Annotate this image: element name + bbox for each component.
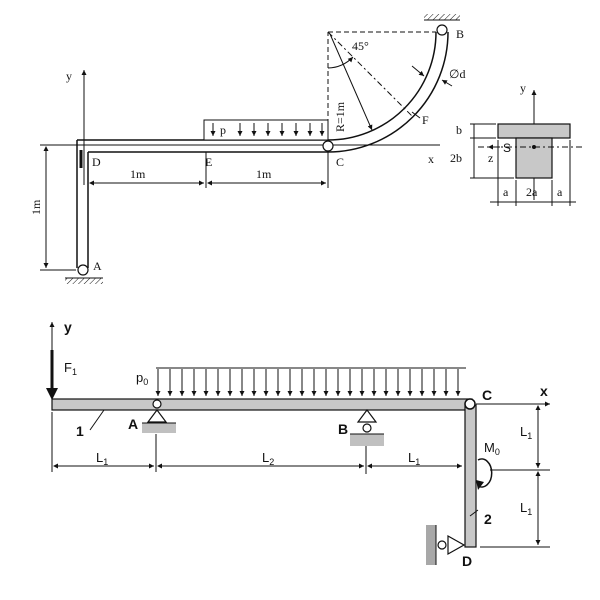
member-2-leader <box>469 509 479 517</box>
dim-b-label: b <box>456 123 462 137</box>
dim-de-label: 1m <box>130 167 146 181</box>
bottom-y-label: y <box>64 319 72 335</box>
point-c-bottom-label: C <box>482 387 492 403</box>
bottom-x-label: x <box>540 383 548 399</box>
radius-line <box>329 33 373 131</box>
hinge-c <box>322 140 334 152</box>
point-b-bottom-label: B <box>338 421 348 437</box>
support-a-pin <box>77 264 89 276</box>
centroid-dot <box>532 145 536 149</box>
support-d-roller <box>437 540 447 550</box>
point-a-bottom-label: A <box>128 416 138 432</box>
point-d-label: D <box>92 155 101 169</box>
beam-2 <box>464 404 477 548</box>
beam-1 <box>51 398 473 411</box>
support-b-pin <box>436 24 448 36</box>
member-1-label: 1 <box>76 423 84 439</box>
dim-2b-label: 2b <box>450 151 462 165</box>
support-d-triangle <box>447 534 466 556</box>
point-a-label: A <box>93 259 102 273</box>
joint-c <box>464 398 476 410</box>
load-p-label: p <box>220 123 226 137</box>
diameter-arrow-out <box>441 79 453 87</box>
section-flange <box>497 123 571 139</box>
support-b-triangle <box>356 409 378 423</box>
top-frame-diagram: y x A D E C p <box>29 14 465 284</box>
bottom-beam-diagram: y F1 x C <box>46 319 550 569</box>
load-p0-arrows <box>155 369 461 396</box>
load-p0-label: p0 <box>136 370 148 387</box>
diameter-arrow-in <box>411 65 425 77</box>
dim-a-left-label: a <box>503 185 509 199</box>
dim-l1-right-top-label: L1 <box>520 424 532 441</box>
dim-l1-mid-label: L1 <box>408 450 420 467</box>
load-p-arrows <box>210 123 325 136</box>
dim-l2-label: L2 <box>262 450 274 467</box>
dim-a-right-label: a <box>557 185 563 199</box>
support-b-roller <box>362 423 372 433</box>
section-z-label: z <box>488 151 493 165</box>
dashed-45-line <box>327 31 413 117</box>
point-f-label: F <box>422 113 429 127</box>
top-x-axis-label: x <box>428 152 434 166</box>
point-c-label: C <box>336 155 344 169</box>
section-y-label: y <box>520 81 526 95</box>
diameter-label: ∅d <box>449 67 465 81</box>
support-a-triangle <box>146 409 168 423</box>
cross-section-t: y z S b 2b a 2a a <box>450 81 584 206</box>
centroid-label: S <box>503 141 511 155</box>
dim-l1-right-bottom-label: L1 <box>520 500 532 517</box>
support-d-wall <box>426 525 436 565</box>
member-1-leader <box>89 409 105 431</box>
dim-height-label: 1m <box>29 199 43 215</box>
dim-l1-left-label: L1 <box>96 450 108 467</box>
dim-2a-label: 2a <box>526 185 538 199</box>
support-a-base <box>142 423 176 433</box>
angle-arc <box>327 56 354 69</box>
support-a-hatch <box>65 278 103 284</box>
support-b-base <box>350 434 384 446</box>
force-f1-head <box>46 388 58 400</box>
point-d-bottom-label: D <box>462 553 472 569</box>
arc-cb-outer <box>327 31 449 153</box>
dim-ec-label: 1m <box>256 167 272 181</box>
moment-m0-arc <box>477 458 493 488</box>
radius-label: R=1m <box>333 101 347 132</box>
moment-m0-head <box>476 480 484 490</box>
force-f1-label: F1 <box>64 360 77 377</box>
point-e-label: E <box>205 155 212 169</box>
section-web <box>515 137 553 179</box>
point-f-tick <box>411 111 421 119</box>
point-b-label: B <box>456 27 464 41</box>
support-a-bottom-pin <box>152 399 162 409</box>
member-2-label: 2 <box>484 511 492 527</box>
support-b-hatch <box>424 14 460 20</box>
top-y-axis-label: y <box>66 69 72 83</box>
angle-label: 45° <box>352 39 369 53</box>
moment-m0-label: M0 <box>484 440 500 457</box>
